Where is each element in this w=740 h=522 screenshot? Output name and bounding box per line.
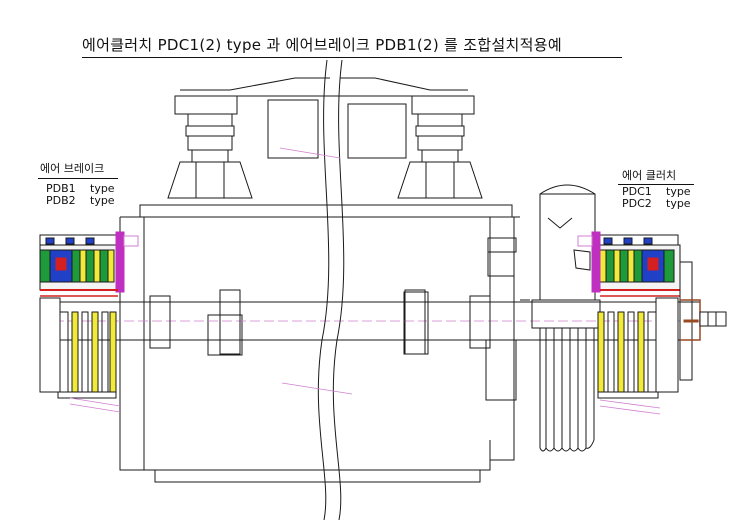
air-clutch-assembly xyxy=(577,231,727,415)
page-title: 에어클러치 PDC1(2) type 과 에어브레이크 PDB1(2) 를 조합… xyxy=(82,36,562,54)
left-callout-heading: 에어 브레이크 xyxy=(40,162,105,175)
air-brake-assembly xyxy=(39,231,139,413)
right-callout-model-2: PDC2 xyxy=(622,197,652,210)
right-callout-heading: 에어 클러치 xyxy=(622,169,677,182)
right-bearing-stack xyxy=(397,113,483,199)
left-callout-model-2: PDB2 xyxy=(46,194,76,207)
pulley-grooves xyxy=(539,328,595,452)
main-shaft xyxy=(40,289,700,355)
left-callout-type-1: type xyxy=(90,182,115,195)
left-callout-model-1: PDB1 xyxy=(46,182,76,195)
left-callout-underline xyxy=(38,178,118,179)
left-bearing-stack xyxy=(167,113,253,199)
right-callout-type-1: type xyxy=(666,185,691,198)
v-belt-pulley xyxy=(520,184,601,452)
right-callout-model-1: PDC1 xyxy=(622,185,652,198)
title-underline xyxy=(82,57,622,58)
right-callout-type-2: type xyxy=(666,197,691,210)
left-callout-type-2: type xyxy=(90,194,115,207)
break-lines xyxy=(279,59,353,521)
right-callout-underline xyxy=(618,184,694,185)
